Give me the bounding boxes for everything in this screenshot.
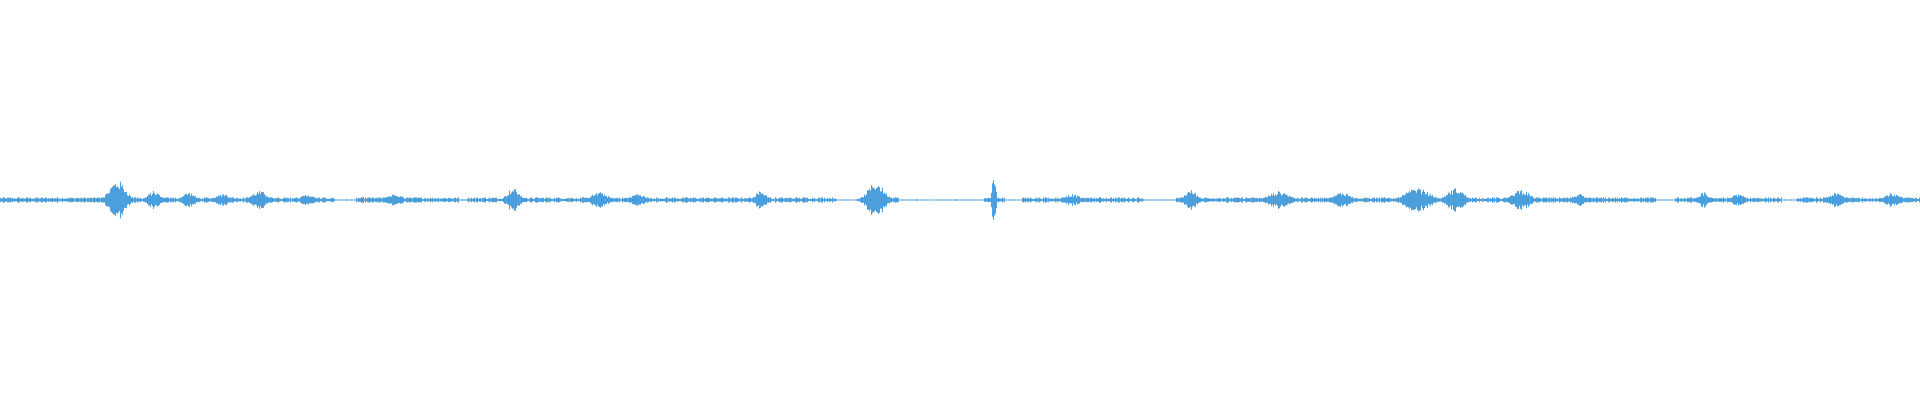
waveform-bars [0, 180, 1920, 220]
